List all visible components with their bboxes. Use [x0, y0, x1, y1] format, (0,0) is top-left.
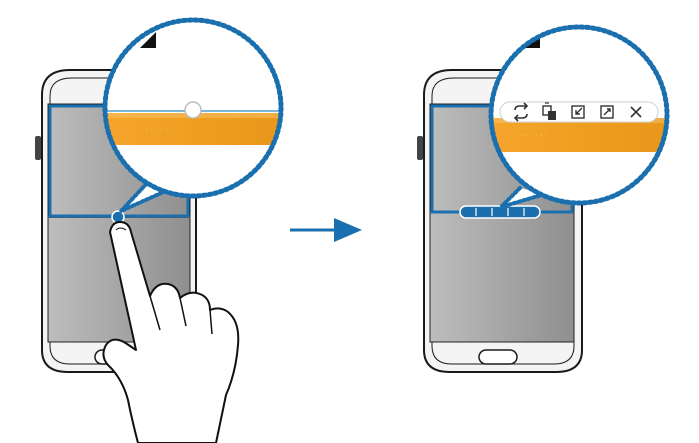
svg-text:· · · · · ·: · · · · · · — [140, 126, 168, 135]
magnified-divider-handle[interactable] — [184, 101, 202, 119]
hand-icon — [102, 221, 240, 443]
phone-volume-key — [35, 136, 41, 160]
home-button[interactable] — [478, 349, 518, 365]
magnified-app-bar — [491, 118, 667, 152]
switch-windows-icon[interactable] — [513, 102, 529, 122]
window-options-bar-small[interactable] — [459, 205, 541, 219]
share-content-icon[interactable] — [542, 102, 556, 120]
window-options-bar[interactable] — [499, 101, 659, 123]
svg-text:· · · · · ·: · · · · · · — [520, 131, 548, 140]
zoom-circle-outline — [488, 24, 670, 206]
arrow-right-icon — [290, 218, 362, 242]
signal-icon — [140, 32, 156, 48]
maximize-window-icon[interactable] — [600, 105, 614, 119]
close-app-icon[interactable] — [630, 106, 642, 118]
right-zoom-callout: · · · · · · — [488, 24, 670, 209]
minimize-window-icon[interactable] — [571, 105, 585, 119]
phone-volume-key — [417, 136, 423, 160]
zoom-circle-outline — [102, 17, 284, 199]
left-zoom-callout: · · · · · · — [102, 17, 284, 213]
